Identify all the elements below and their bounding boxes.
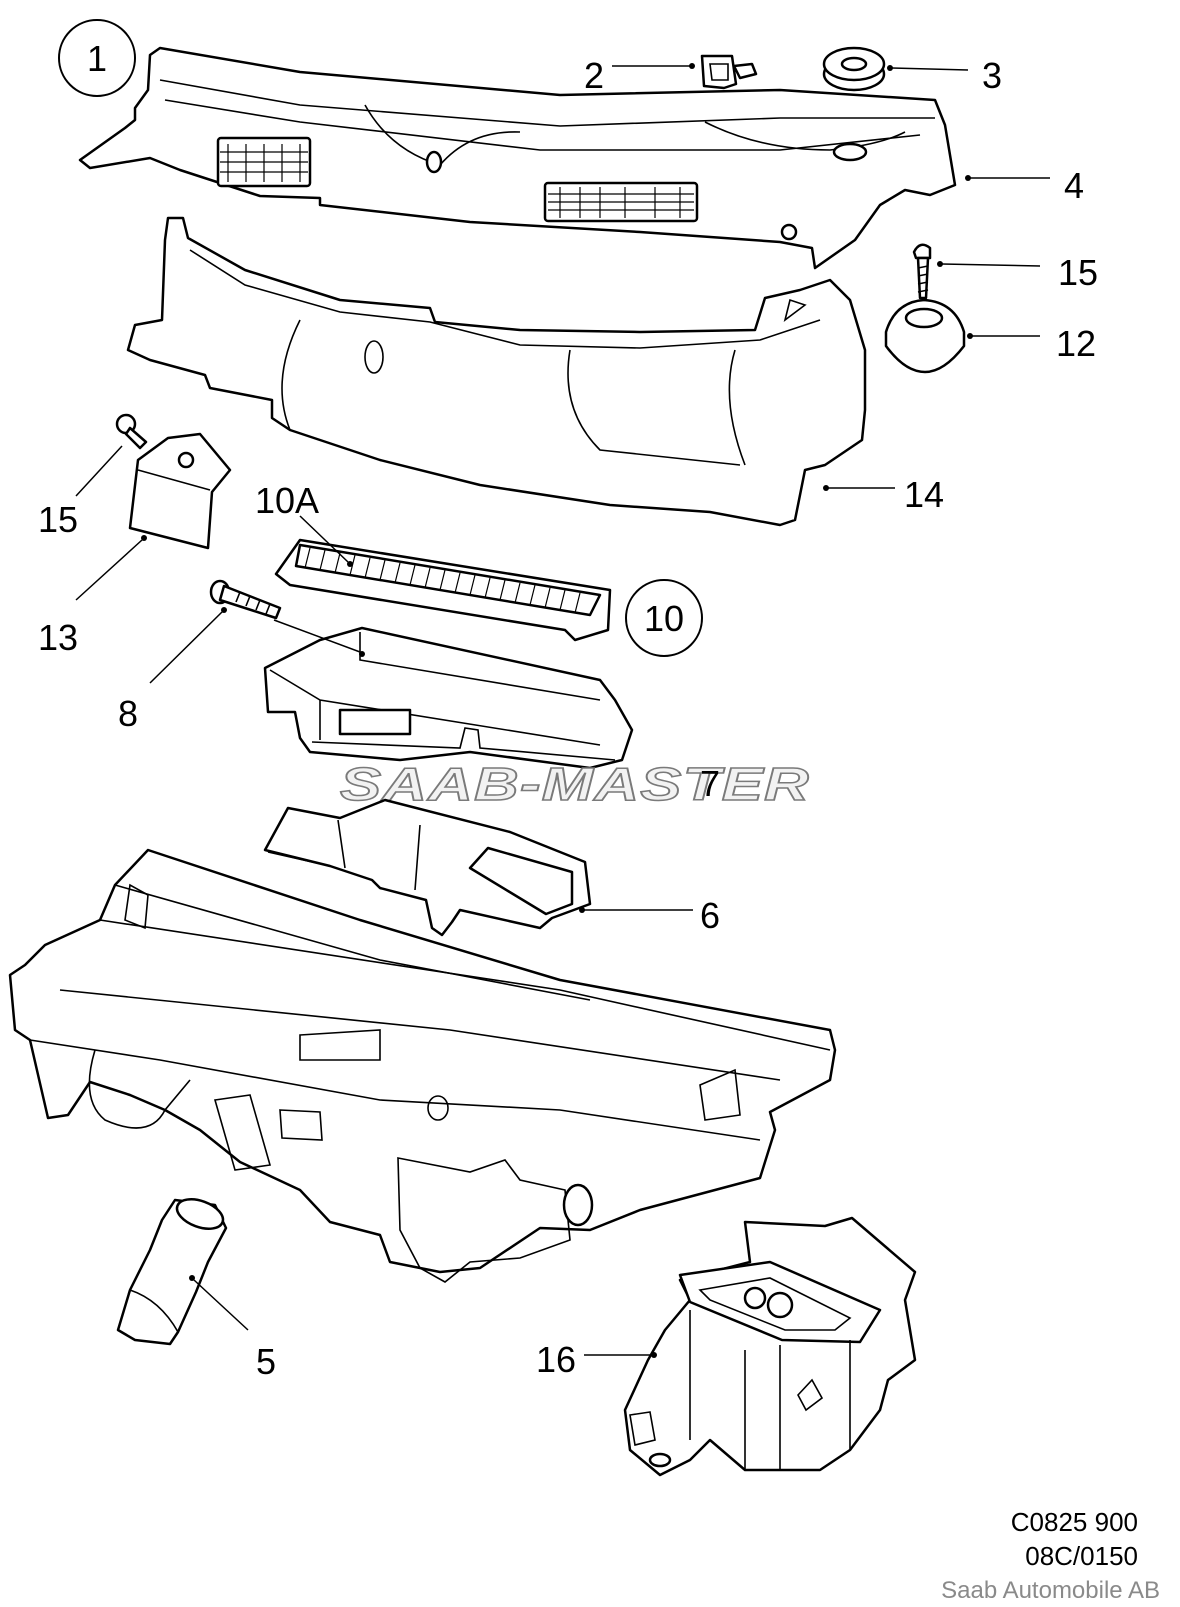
clip-part-2 bbox=[700, 54, 758, 90]
diagram-code: C0825 900 bbox=[1011, 1507, 1138, 1537]
callout-10A: 10A bbox=[255, 480, 319, 521]
heater-unit-part-16 bbox=[623, 1216, 917, 1477]
bracket-part-13 bbox=[128, 432, 232, 550]
callout-1: 1 bbox=[87, 38, 107, 79]
callout-16: 16 bbox=[536, 1339, 576, 1380]
screw-part-8 bbox=[209, 579, 282, 620]
air-hose-part-5 bbox=[116, 1198, 228, 1346]
lower-cowl-panel-part-14 bbox=[126, 216, 867, 527]
callout-7: 7 bbox=[700, 763, 720, 804]
callout-6: 6 bbox=[700, 895, 720, 936]
leader-lines bbox=[75, 63, 1050, 1358]
bulkhead-assembly bbox=[8, 848, 837, 1283]
callout-14: 14 bbox=[904, 474, 944, 515]
air-duct-part-6 bbox=[263, 798, 592, 937]
diagram-ref: 08C/0150 bbox=[1025, 1541, 1138, 1571]
rubber-mount-part-12 bbox=[884, 298, 966, 374]
watermark: SAAB-MASTER bbox=[340, 758, 810, 810]
company-name: Saab Automobile AB bbox=[941, 1577, 1160, 1604]
callout-15-right: 15 bbox=[1058, 252, 1098, 293]
callout-3: 3 bbox=[982, 55, 1002, 96]
filter-housing-part-7 bbox=[263, 626, 634, 770]
callout-8: 8 bbox=[118, 693, 138, 734]
cowl-panel-part-4 bbox=[78, 46, 957, 270]
callout-4: 4 bbox=[1064, 165, 1084, 206]
screw-part-15-right bbox=[912, 243, 932, 300]
callout-12: 12 bbox=[1056, 323, 1096, 364]
callout-circle-10 bbox=[625, 579, 703, 657]
callout-13: 13 bbox=[38, 617, 78, 658]
grommet-part-3 bbox=[822, 46, 886, 92]
callout-10: 10 bbox=[644, 598, 684, 639]
callout-2: 2 bbox=[584, 55, 604, 96]
screw-part-15-left bbox=[115, 413, 148, 450]
cabin-filter-part-10A bbox=[274, 538, 612, 642]
callout-15-left: 15 bbox=[38, 499, 78, 540]
callout-5: 5 bbox=[256, 1341, 276, 1382]
callout-circle-1 bbox=[58, 19, 136, 97]
